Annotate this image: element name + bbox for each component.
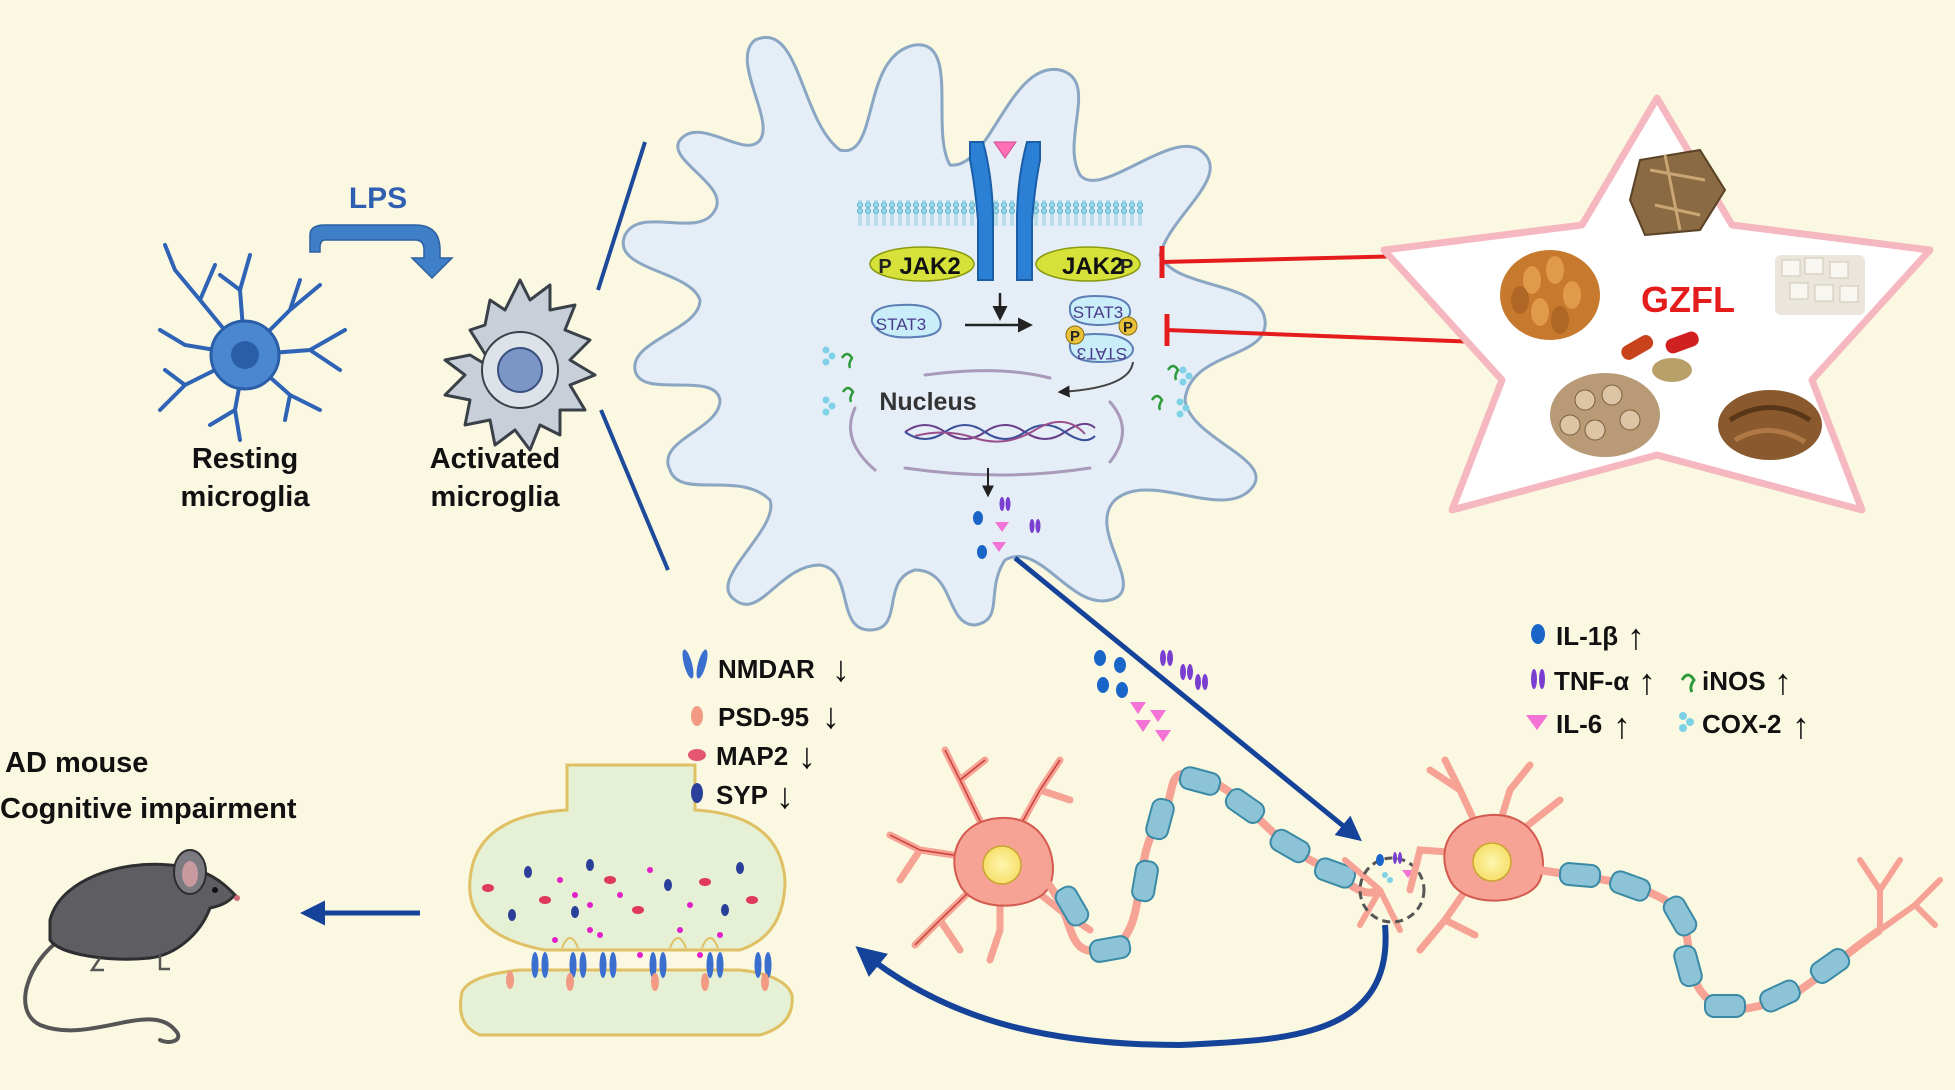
cytokine-il1b-arrow: ↑ [1627, 616, 1645, 657]
tnfa-icon [1531, 669, 1537, 689]
p-left-label: P [878, 256, 891, 278]
phospho-stat3-dimer-icon [1065, 294, 1138, 364]
herb-almond-seeds-icon [1500, 250, 1600, 340]
flowing-cytokines-icon [1094, 650, 1208, 742]
jak2-right-label: JAK2 [1062, 253, 1123, 280]
synaptic-cytokines-icon [1376, 852, 1414, 883]
dna-helix-icon [904, 421, 1096, 443]
resting-label-line1: Resting [192, 443, 298, 475]
activated-label-line1: Activated [430, 443, 561, 475]
stat3-label: STAT3 [876, 315, 926, 334]
cytokine-il1b-label: IL-1β [1556, 621, 1618, 651]
stat3-top-label: STAT3 [1073, 303, 1123, 322]
cytokine-labels: IL-1β ↑ TNF-α ↑ IL-6 ↑ iNOS ↑ COX-2 ↑ [1554, 616, 1810, 746]
synapse-return-arrow [855, 924, 1389, 1049]
released-cytokines-icon [973, 497, 1041, 559]
psd95-icon [691, 706, 703, 726]
receptor-icon [969, 141, 1041, 281]
stat3-bottom-label: STAT3 [1077, 344, 1127, 363]
cytokine-inos-arrow: ↑ [1774, 661, 1792, 702]
jak2-left-icon [869, 246, 975, 282]
marker-psd95-arrow: ↓ [822, 695, 840, 736]
neuron-1-icon [886, 746, 1094, 964]
cytokine-icons [1526, 624, 1696, 732]
nmdar-icon [682, 649, 694, 679]
p-stat-label-2: P [1123, 319, 1133, 336]
cytokine-inos-label: iNOS [1702, 666, 1766, 696]
nucleus-label: Nucleus [879, 388, 976, 416]
marker-syp-label: SYP [716, 780, 768, 810]
jak2-left-label: JAK2 [899, 253, 960, 280]
cytokine-tnfa-arrow: ↑ [1638, 661, 1656, 702]
marker-nmdar-arrow: ↓ [832, 648, 850, 689]
herb-peony-slices-icon [1550, 373, 1660, 457]
microglia-cell-body [621, 36, 1267, 632]
lps-curved-arrow [309, 224, 454, 280]
marker-syp-arrow: ↓ [776, 775, 794, 816]
mouse-label-line1: AD mouse [5, 747, 148, 779]
synapse-zoom-circle [1358, 856, 1426, 924]
gzfl-label: GZFL [1641, 279, 1735, 320]
marker-map2-arrow: ↓ [798, 735, 816, 776]
cytokine-cox2-label: COX-2 [1702, 709, 1781, 739]
neuron-2-icon [1406, 756, 1564, 954]
jak2-right-icon [1035, 246, 1141, 282]
mouse-icon [23, 849, 240, 1044]
herb-cinnamon-bark-icon [1718, 390, 1822, 460]
mouse-label-line2: Cognitive impairment [0, 793, 297, 825]
p-stat-label-1: P [1070, 328, 1080, 345]
marker-nmdar-label: NMDAR [718, 654, 815, 684]
activated-microglia-icon [443, 278, 597, 452]
marker-icons [682, 649, 708, 803]
marker-psd95-label: PSD-95 [718, 702, 809, 732]
map2-icon [688, 749, 706, 761]
herb-poria-cubes-icon [1775, 255, 1865, 315]
lps-label: LPS [349, 182, 407, 215]
resting-label-line2: microglia [181, 481, 311, 513]
stat-to-nucleus-arrow [1057, 361, 1134, 398]
zoom-line-top [596, 141, 647, 291]
cytokine-il6-arrow: ↑ [1613, 705, 1631, 746]
inhibition-stat3-icon [1164, 314, 1506, 346]
inos-icon [1680, 673, 1696, 693]
axon-1-myelin-icon [1041, 766, 1403, 963]
marker-map2-label: MAP2 [716, 741, 788, 771]
zoom-line-bottom [599, 409, 670, 571]
marker-labels: NMDAR ↓ PSD-95 ↓ MAP2 ↓ SYP ↓ [716, 648, 850, 816]
cytokine-flow-arrow [1013, 556, 1362, 842]
stat3-icon [870, 303, 942, 339]
inos-cox2-in-cell-icons [822, 346, 1193, 418]
syp-icon [691, 783, 703, 803]
nucleus-boundary [849, 369, 1124, 477]
capsule-pills-icon [1621, 331, 1699, 382]
activated-label-line2: microglia [431, 481, 561, 513]
cytokine-tnfa-label: TNF-α [1554, 666, 1629, 696]
il1b-icon [1531, 624, 1545, 644]
resting-microglia-icon [158, 243, 347, 442]
cytokine-cox2-arrow: ↑ [1792, 705, 1810, 746]
axon-2-myelin-icon [1539, 857, 1943, 1018]
synapse-closeup-icon [459, 763, 794, 1037]
p-right-label: P [1120, 256, 1133, 278]
herb-licorice-root-icon [1628, 148, 1727, 237]
cell-membrane [855, 200, 1145, 226]
cytokine-il6-label: IL-6 [1556, 709, 1602, 739]
il6-icon [1526, 715, 1548, 730]
cox2-icon [1679, 712, 1694, 732]
